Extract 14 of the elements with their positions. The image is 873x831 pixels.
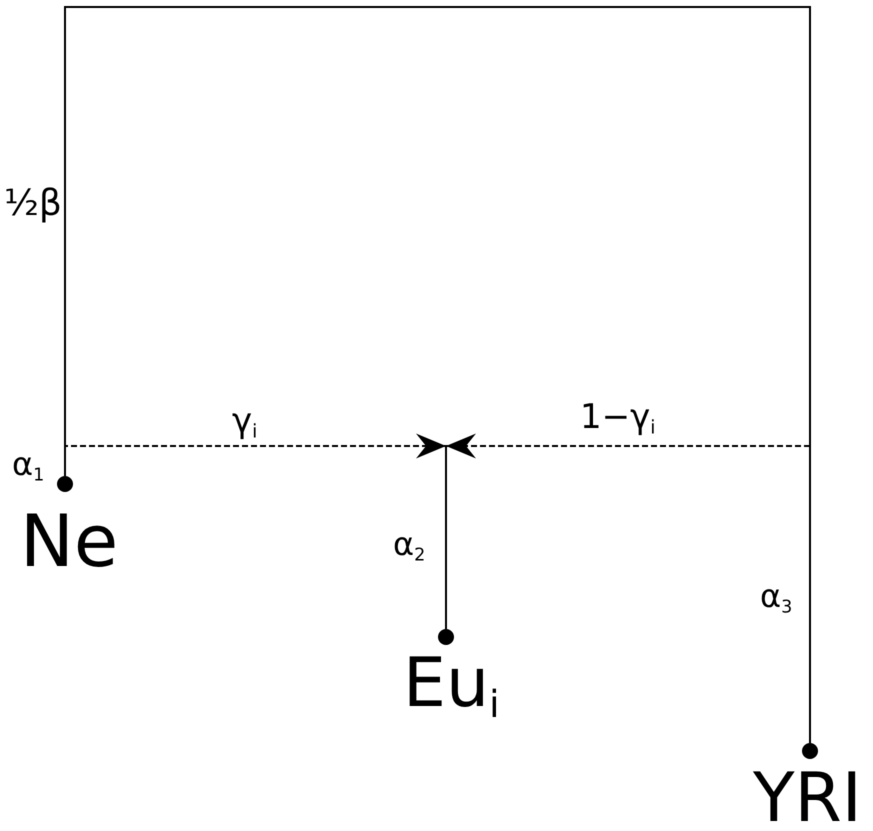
population-label: Ne [20, 505, 118, 577]
branch-label: α$_{1}$ [12, 448, 44, 485]
edge-label: γ$_{i}$ [232, 404, 258, 442]
branch-label: ½β [4, 186, 62, 222]
population-label: YRI [753, 765, 862, 831]
lineage-line [445, 446, 447, 629]
population-label: Eu$_{i}$ [403, 650, 500, 724]
admixture-arrow [64, 434, 446, 476]
population-dot [57, 476, 73, 492]
edge-label: α$_{2}$ [393, 528, 426, 565]
branch-label: α$_{3}$ [760, 580, 792, 617]
population-dot [802, 743, 818, 759]
population-dot [438, 629, 454, 645]
edge-label: 1−γ$_{i}$ [580, 400, 656, 438]
